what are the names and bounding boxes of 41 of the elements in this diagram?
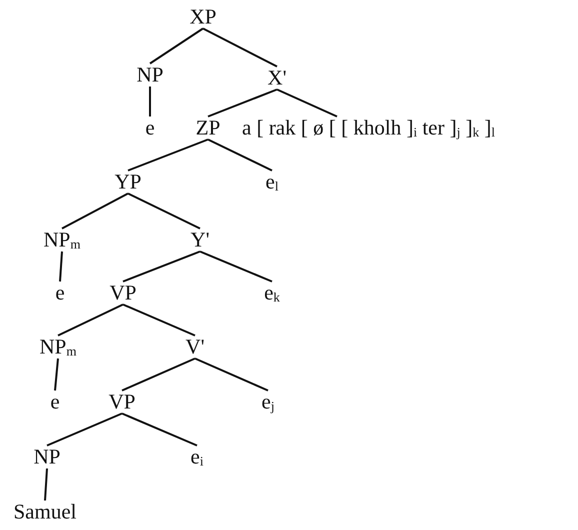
tree-label: e$_{k}$ [264,282,280,304]
tree-branch [194,358,268,392]
tree-branch [46,412,122,446]
tree-branch [122,412,198,446]
tree-label: XP [190,6,216,28]
tree-label: e [145,118,155,138]
tree-label: e$_{i}$ [190,446,204,468]
tree-branch [44,468,48,501]
tree-label: NP [136,64,164,86]
tree-label: V' [186,336,204,358]
tree-branch [202,28,278,68]
tree-branch [149,28,204,64]
tree-branch [58,304,124,336]
tree-label: VP [110,282,136,304]
tree-branch [122,250,200,282]
tree-label: e$_{j}$ [262,392,274,412]
tree-branch [59,251,63,282]
tree-branch [122,358,196,392]
tree-branch [122,304,196,336]
tree-label: Samuel [14,502,76,522]
tree-label: e [50,392,60,412]
tree-branch [128,138,208,172]
tree-label: NP [34,446,60,468]
tree-label: a [ rak [ ø [ [ kholh ]$_{i}$ ter ]$_{j}$ ]$_{k}$ ]$_{l}$ [242,118,495,138]
tree-branch [208,138,272,172]
tree-branch [208,88,278,118]
tree-branch [200,250,272,282]
tree-label: e [55,282,65,304]
tree-branch [54,358,59,391]
tree-label: NP$_{m}$ [44,230,80,250]
tree-label: YP [114,172,142,192]
tree-label: X' [268,68,286,88]
tree-label: ZP [196,118,220,138]
tree-branch [149,86,151,116]
tree-label: Y' [190,230,210,250]
tree-branch [62,192,128,230]
tree-branch [128,192,200,230]
tree-label: VP [108,392,136,412]
tree-label: NP$_{m}$ [40,336,76,358]
tree-branch [276,88,338,118]
tree-label: e$_{l}$ [266,172,278,192]
